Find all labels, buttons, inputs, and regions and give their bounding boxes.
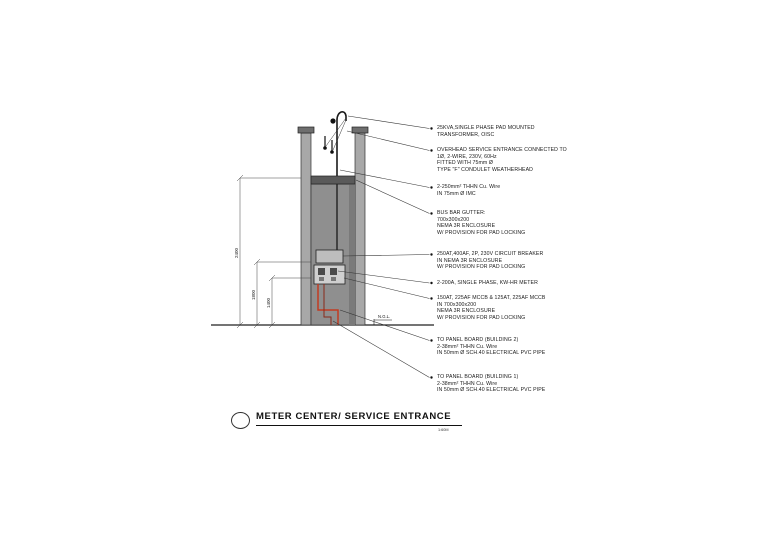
service-drop-wire-2 [332,119,347,151]
callout-line: 150AT, 225AF MCCB & 125AT, 225AF MCCB [437,295,546,301]
callout-panel-board-2: TO PANEL BOARD (BUILDING 2) 2-38mm² THHN… [437,337,545,357]
ngl-marker: N.G.L. [373,314,392,325]
dim-tick [236,174,244,182]
circuit-breaker-box [315,249,344,264]
right-post [354,132,366,326]
dim-tick [268,321,276,329]
panel-shade [349,184,355,325]
callout-line: 2-200A, SINGLE PHASE, KW-HR METER [437,279,538,286]
dimension-label: 2400 [234,247,239,258]
callout-line: IN 50mm Ø SCH.40 ELECTRICAL PVC PIPE [437,387,546,394]
dimension-label: 1800 [251,289,256,300]
callout-bullet [430,212,433,215]
insulator-left-tip [323,146,327,150]
callout-line: TRANSFORMER, OISC [437,131,495,138]
leader-line [332,320,430,378]
callout-line: W/ PROVISION FOR PAD LOCKING [437,229,526,236]
callout-line: NEMA 3R ENCLOSURE [437,308,496,315]
callout-mccb: 150AT, 225AF MCCB & 125AT, 225AF MCCB IN… [437,295,545,321]
leader-line [355,179,430,214]
leader-line [346,130,430,151]
left-post-cap [297,126,315,134]
callout-bullet [430,297,433,300]
callout-line: TO PANEL BOARD (BUILDING 2) [437,337,519,343]
kwhr-meter-1 [318,268,325,275]
kwhr-meter-2 [330,268,337,275]
callout-bullet [430,339,433,342]
feeder-wires [317,284,339,325]
callout-line: 1Ø, 2-WIRE, 230V, 60Hz [437,153,497,160]
callout-line: 25KVA,SINGLE PHASE PAD MOUNTED [437,125,535,131]
mccb-2 [331,277,336,281]
callout-bullet [430,186,433,189]
leader-lines [332,115,430,378]
leader-line [339,169,430,188]
callout-bullet [430,127,433,130]
dimension-labels: 2400 1800 1400 [234,247,271,308]
callout-service-entrance: OVERHEAD SERVICE ENTRANCE CONNECTED TO 1… [437,147,567,173]
ngl-label: N.G.L. [378,314,390,319]
feeder-wire-building1 [323,284,332,325]
drawing-title: METER CENTER/ SERVICE ENTRANCE [256,411,462,426]
callout-line: IN 50mm Ø SCH.40 ELECTRICAL PVC PIPE [437,350,546,357]
leader-line [343,277,430,299]
callout-bullet [430,149,433,152]
callout-line: BUS BAR GUTTER: [437,210,486,216]
callout-kwhr-meter: 2-200A, SINGLE PHASE, KW-HR METER [437,280,538,287]
callout-line: 250AT,400AF, 2P, 230V CIRCUIT BREAKER [437,251,544,257]
mccb-1 [319,277,324,281]
callout-bullet [430,253,433,256]
dim-tick [253,258,261,266]
callout-line: 700x300x200 [437,216,470,223]
dimension-lines [236,174,311,329]
right-post-cap [351,126,369,134]
leader-line [337,270,430,284]
callout-line: 2-250mm² THHN Cu. Wire [437,184,501,190]
callout-bus-bar-gutter: BUS BAR GUTTER: 700x300x200 NEMA 3R ENCL… [437,210,525,236]
leader-line [347,115,430,129]
dim-tick [268,274,276,282]
detail-bubble [231,412,250,429]
weatherhead-assembly [323,111,347,176]
callout-bullet [430,281,433,285]
leader-line [342,254,430,257]
callout-line: OVERHEAD SERVICE ENTRANCE CONNECTED TO [437,147,567,153]
callout-line: IN NEMA 3R ENCLOSURE [437,257,503,264]
bus-bar-gutter [310,175,356,185]
dimension-label: 1400 [266,297,271,308]
weatherhead-cap [330,118,336,124]
callout-line: TYPE "F" CONDULET WEATHERHEAD [437,166,534,173]
callout-line: IN 700x300x200 [437,301,477,308]
service-drop-wire-1 [325,117,347,147]
callout-line: W/ PROVISION FOR PAD LOCKING [437,314,526,321]
dim-tick [253,321,261,329]
leader-line [339,309,430,341]
callout-line: TO PANEL BOARD (BUILDING 1) [437,374,519,380]
callout-service-wire: 2-250mm² THHN Cu. Wire IN 75mm Ø IMC [437,184,500,197]
callout-line: 2-38mm² THHN Cu. Wire [437,380,498,387]
callout-transformer: 25KVA,SINGLE PHASE PAD MOUNTED TRANSFORM… [437,125,535,138]
equipment-boxes [313,249,346,285]
callout-line: W/ PROVISION FOR PAD LOCKING [437,264,526,271]
service-mast [336,111,347,176]
left-post [300,132,312,326]
callout-line: NEMA 3R ENCLOSURE [437,223,496,230]
callout-circuit-breaker: 250AT,400AF, 2P, 230V CIRCUIT BREAKER IN… [437,251,543,271]
callout-line: 2-38mm² THHN Cu. Wire [437,343,498,350]
callout-panel-board-1: TO PANEL BOARD (BUILDING 1) 2-38mm² THHN… [437,374,545,394]
callout-bullets [430,127,433,379]
callout-line: IN 75mm Ø IMC [437,190,476,197]
callout-bullet [430,376,433,379]
feeder-wire-building2 [317,284,339,325]
callout-line: FITTED WITH 75mm Ø [437,160,493,167]
dim-tick [236,321,244,329]
insulator-right-tip [330,150,334,154]
drawing-scale: 1:60M [438,428,449,432]
